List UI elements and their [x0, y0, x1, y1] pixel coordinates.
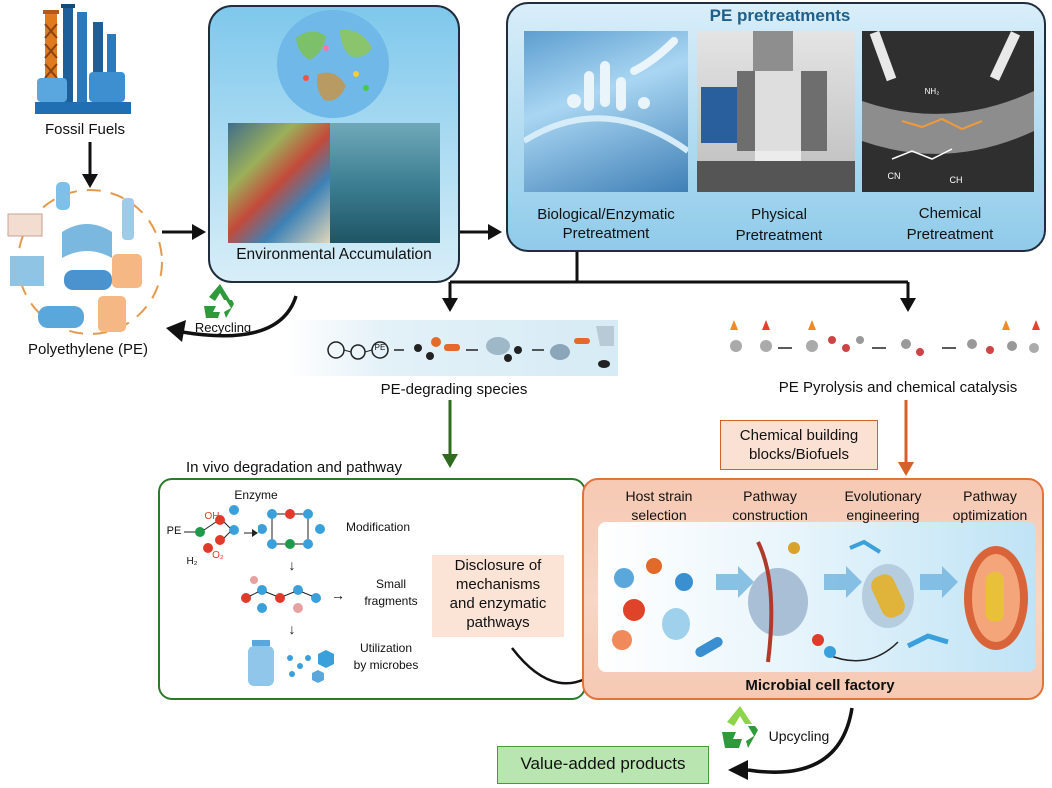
disclosure-label-3: and enzymatic — [449, 595, 547, 612]
disclosure-label-1: Disclosure of — [454, 557, 542, 574]
evolutionary-engineering-label-1: Evolutionary — [844, 488, 922, 504]
physical-pretreatment-label-2: Pretreatment — [735, 227, 823, 244]
arrow-pe-to-environment — [162, 224, 206, 240]
pathway-optimization-label-2: optimization — [952, 507, 1028, 523]
physical-pretreatment-label-1: Physical — [751, 206, 807, 223]
building-blocks-label-2: blocks/Biofuels — [748, 446, 850, 463]
upcycling-label: Upcycling — [768, 728, 830, 744]
pe-molecule-illustration — [168, 500, 248, 564]
small-fragments-label-2: fragments — [364, 594, 418, 608]
pe-degrading-species-illustration: PE — [286, 320, 618, 376]
plastic-waste-photo — [228, 123, 330, 243]
in-vivo-title: In vivo degradation and pathway — [186, 459, 402, 476]
arrow-environment-to-pretreatment — [460, 224, 502, 240]
enzyme-label: Enzyme — [234, 488, 278, 502]
biological-pretreatment-image — [524, 31, 688, 192]
chemical-pretreatment-label-2: Pretreatment — [906, 226, 994, 243]
cn-label: CN — [887, 171, 901, 181]
upcycling-icon — [718, 704, 764, 754]
pe-token: PE — [374, 343, 386, 352]
refinery-icon — [33, 4, 133, 116]
recycling-icon — [200, 282, 240, 320]
pathway-construction-label-1: Pathway — [743, 488, 797, 504]
o2-label: O₂ — [212, 550, 224, 561]
pe-degrading-species-label: PE-degrading species — [380, 381, 528, 398]
host-strain-label-2: selection — [631, 507, 687, 523]
pretreatments-title: PE pretreatments — [709, 6, 851, 25]
pathway-construction-label-2: construction — [732, 507, 808, 523]
microbe-utilization-illustration — [246, 636, 340, 688]
host-strain-label-1: Host strain — [625, 488, 693, 504]
fossil-fuels-label: Fossil Fuels — [44, 121, 126, 138]
fragments-arrow: → — [331, 587, 345, 603]
biological-pretreatment-label-2: Pretreatment — [562, 225, 650, 242]
microbial-cell-factory-title: Microbial cell factory — [745, 677, 895, 694]
h2-label: H₂ — [186, 556, 198, 567]
polyethylene-label: Polyethylene (PE) — [27, 341, 149, 358]
modified-molecule-illustration — [258, 504, 328, 556]
environmental-accumulation-label: Environmental Accumulation — [236, 246, 432, 263]
nh2-label: NH₂ — [924, 87, 940, 96]
pe-molecule-label: PE — [166, 525, 182, 537]
chemical-building-blocks-box — [720, 420, 878, 470]
arrow-recycling — [166, 295, 298, 342]
physical-pretreatment-image — [697, 31, 855, 192]
utilization-label-1: Utilization — [359, 641, 413, 655]
small-fragments-label-1: Small — [375, 577, 406, 591]
biological-pretreatment-label-1: Biological/Enzymatic — [537, 206, 675, 223]
chemical-pretreatment-image: NH₂ CN CH — [862, 31, 1034, 192]
pyrolysis-label: PE Pyrolysis and chemical catalysis — [778, 379, 1018, 396]
disclosure-box — [432, 555, 564, 637]
polyethylene-products-illustration — [2, 178, 172, 348]
arrow-upcycling — [728, 707, 854, 780]
down-arrow-1: ↓ — [288, 557, 296, 573]
factory-inner-illustration — [598, 522, 1036, 672]
pathway-optimization-label-1: Pathway — [963, 488, 1017, 504]
globe-illustration — [266, 8, 400, 120]
arrow-mod — [244, 529, 258, 537]
ocean-plastic-photo — [330, 123, 440, 243]
ch-label: CH — [949, 175, 963, 185]
arrow-species-to-invivo — [442, 400, 458, 468]
arrow-fossil-to-pe — [82, 142, 98, 188]
pyrolysis-illustration — [728, 318, 1046, 370]
disclosure-label-2: mechanisms — [455, 576, 541, 593]
oh-label: OH — [204, 511, 220, 522]
modification-label: Modification — [345, 520, 411, 534]
building-blocks-label-1: Chemical building — [739, 427, 859, 444]
down-arrow-2: ↓ — [288, 621, 296, 637]
evolutionary-engineering-label-2: engineering — [846, 507, 920, 523]
arrow-pretreatment-branch — [442, 252, 916, 312]
small-fragments-illustration — [236, 576, 328, 620]
value-added-products-box — [497, 746, 709, 784]
chemical-pretreatment-label-1: Chemical — [918, 205, 982, 222]
recycling-label: Recycling — [194, 320, 252, 335]
disclosure-label-4: pathways — [466, 614, 530, 631]
value-added-products-label: Value-added products — [520, 754, 686, 773]
utilization-label-2: by microbes — [353, 658, 419, 672]
arrow-pyrolysis-to-factory — [898, 400, 914, 476]
